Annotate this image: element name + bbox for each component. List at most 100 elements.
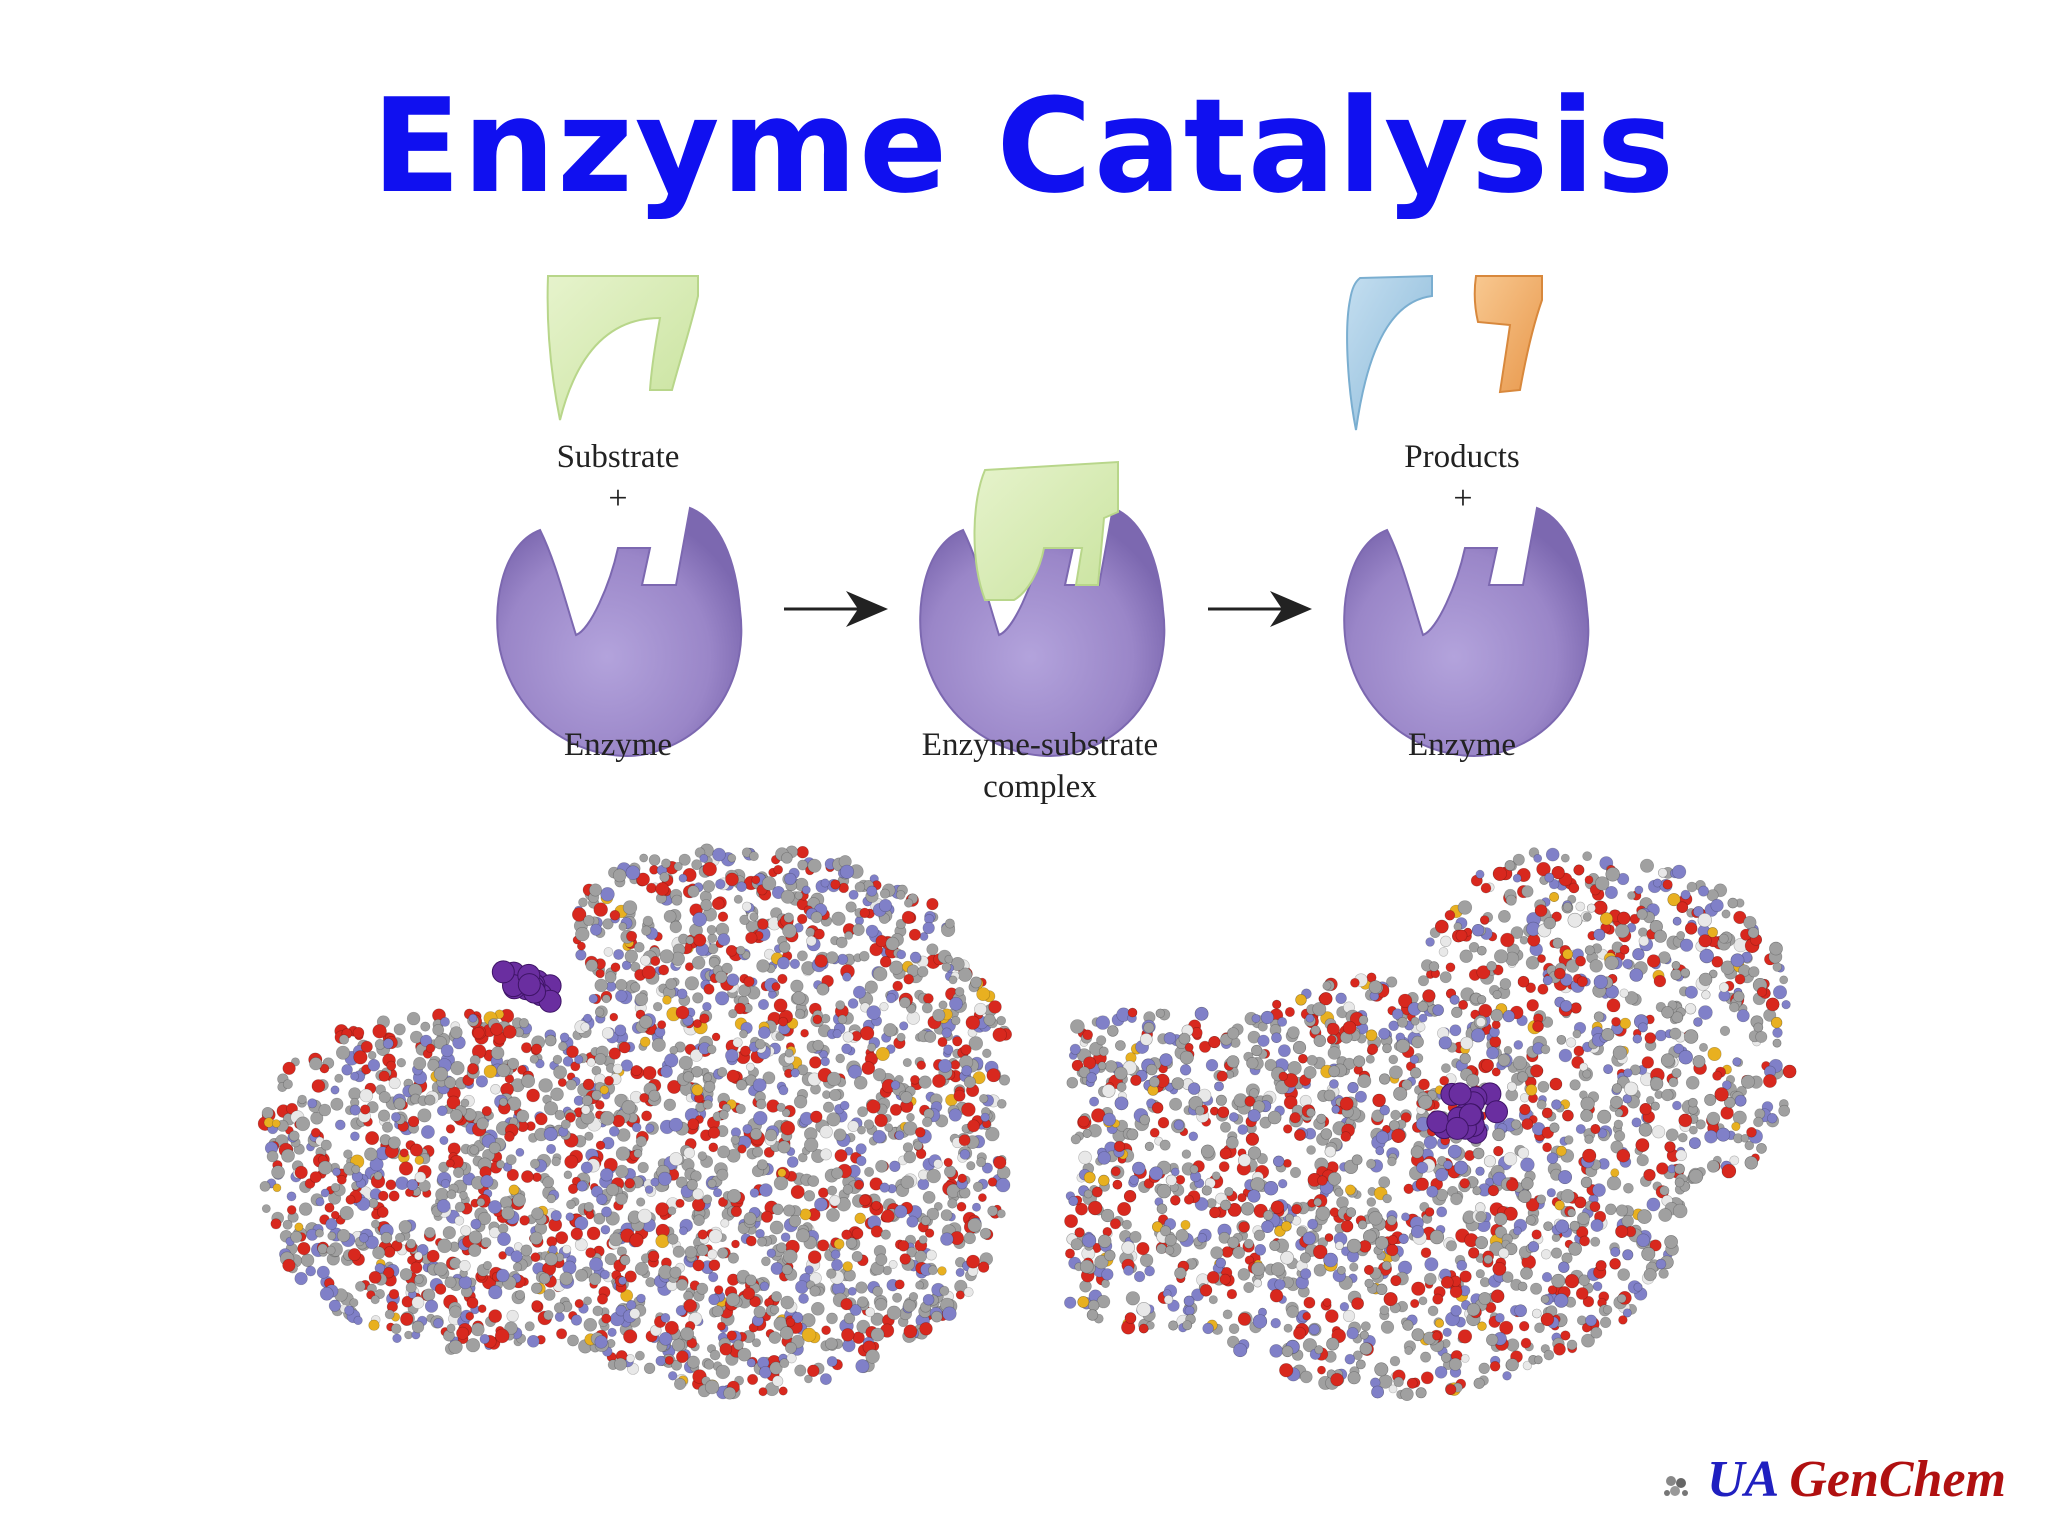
atom — [950, 1060, 961, 1070]
atom — [943, 1165, 957, 1178]
atom — [826, 1356, 838, 1367]
atom — [290, 1230, 303, 1243]
atom — [395, 1176, 410, 1190]
atom — [1325, 1309, 1339, 1323]
atom — [874, 1113, 888, 1128]
atom — [1555, 1219, 1570, 1234]
atom — [655, 1202, 670, 1217]
atom — [499, 1196, 513, 1209]
atom — [450, 1060, 465, 1076]
atom — [1303, 1296, 1316, 1309]
atom — [1698, 934, 1712, 948]
atom — [526, 1335, 540, 1348]
atom — [349, 1104, 361, 1116]
atom — [604, 1075, 614, 1086]
atom — [1100, 1208, 1115, 1223]
atom — [803, 1190, 816, 1202]
atom — [1300, 1268, 1312, 1280]
atom — [798, 1293, 809, 1304]
atom — [266, 1150, 279, 1163]
atom — [772, 1375, 784, 1387]
atom — [1205, 1058, 1219, 1072]
atom — [826, 1208, 840, 1222]
atom — [961, 1102, 976, 1117]
atom — [1638, 927, 1648, 938]
atom — [687, 1118, 700, 1130]
atom — [909, 951, 922, 963]
atom — [714, 970, 728, 984]
atom — [963, 1231, 976, 1245]
atom — [436, 1199, 451, 1213]
atom — [903, 1324, 918, 1339]
atom — [599, 1167, 614, 1182]
atom — [987, 1177, 998, 1187]
atom — [1427, 1305, 1439, 1317]
atom — [1284, 1006, 1295, 1017]
atom — [1531, 1229, 1542, 1240]
atom — [781, 852, 793, 864]
atom — [918, 1235, 928, 1245]
product-orange-shape — [1473, 275, 1543, 394]
atom — [1558, 1261, 1570, 1273]
atom — [784, 872, 797, 886]
atom — [1650, 1101, 1660, 1111]
atom — [814, 1197, 828, 1212]
atom — [307, 1098, 318, 1109]
atom — [996, 1209, 1006, 1219]
atom — [650, 1177, 660, 1187]
atom — [1640, 858, 1655, 873]
atom — [1536, 1099, 1547, 1110]
atom — [899, 996, 911, 1009]
atom — [497, 1232, 511, 1246]
atom — [1169, 1097, 1183, 1111]
atom — [1260, 1010, 1274, 1025]
atom — [866, 1099, 881, 1114]
atom — [434, 1283, 447, 1295]
atom — [1410, 1016, 1420, 1026]
atom — [702, 861, 717, 877]
atom — [1564, 1135, 1574, 1145]
atom — [708, 1271, 719, 1283]
atom — [714, 991, 730, 1006]
atom — [1226, 1288, 1238, 1300]
atom — [393, 1023, 406, 1036]
atom — [1513, 1040, 1524, 1050]
atom — [618, 922, 628, 931]
atom — [943, 1044, 954, 1055]
atom — [704, 1379, 720, 1395]
atom — [830, 1249, 841, 1260]
atom — [1322, 1297, 1332, 1307]
atom — [733, 894, 743, 904]
atom — [797, 950, 808, 962]
atom — [1569, 1079, 1581, 1091]
atom — [1514, 1304, 1527, 1317]
atom — [692, 1188, 704, 1200]
atom — [1575, 901, 1586, 912]
atom — [1283, 1158, 1292, 1168]
atom — [863, 1119, 875, 1130]
atom — [1632, 1034, 1643, 1044]
atom — [1698, 1005, 1713, 1020]
atom — [1098, 1046, 1109, 1057]
atom — [810, 1302, 825, 1316]
atom — [498, 1223, 509, 1234]
atom — [491, 1046, 505, 1060]
atom — [565, 1079, 577, 1091]
atom — [1675, 1149, 1687, 1162]
page-title: Enzyme Catalysis — [371, 70, 1677, 222]
atom — [933, 1202, 943, 1211]
atom — [1340, 1219, 1354, 1233]
product-blue-shape — [1346, 274, 1433, 431]
atom — [609, 1012, 619, 1022]
atom — [703, 1359, 715, 1370]
atom — [543, 1101, 559, 1116]
atom — [612, 868, 627, 883]
atom — [606, 1183, 619, 1196]
atom — [1503, 1152, 1518, 1166]
atom — [761, 876, 777, 891]
atom — [601, 1027, 614, 1040]
atom — [1567, 1208, 1576, 1218]
atom — [592, 1305, 604, 1317]
atom — [1562, 948, 1574, 960]
